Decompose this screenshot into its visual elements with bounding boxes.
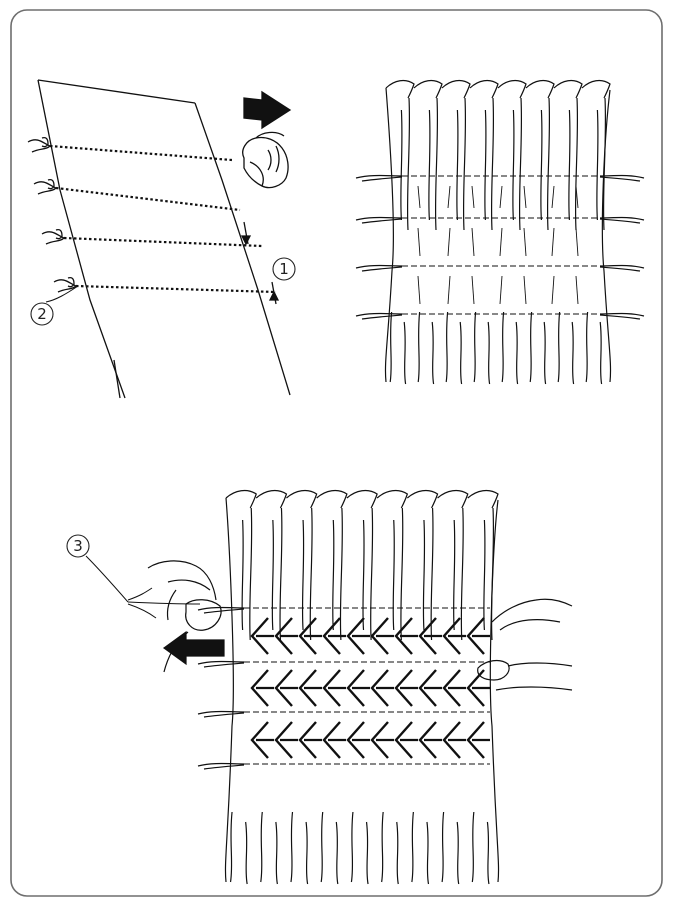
pleat-fold [558,312,559,382]
pleat-fold [446,312,447,382]
pleat-fold [502,312,503,382]
callout-3-label: 3 [73,537,83,555]
pleat-fold [418,312,419,382]
pleat-fold [530,312,531,382]
callout-1-label: 1 [279,260,289,278]
pleat-fold [586,312,587,382]
callout-2-label: 2 [37,305,47,323]
pleat-fold [474,312,475,382]
pleat-fold [390,312,391,382]
page-frame [11,10,662,896]
